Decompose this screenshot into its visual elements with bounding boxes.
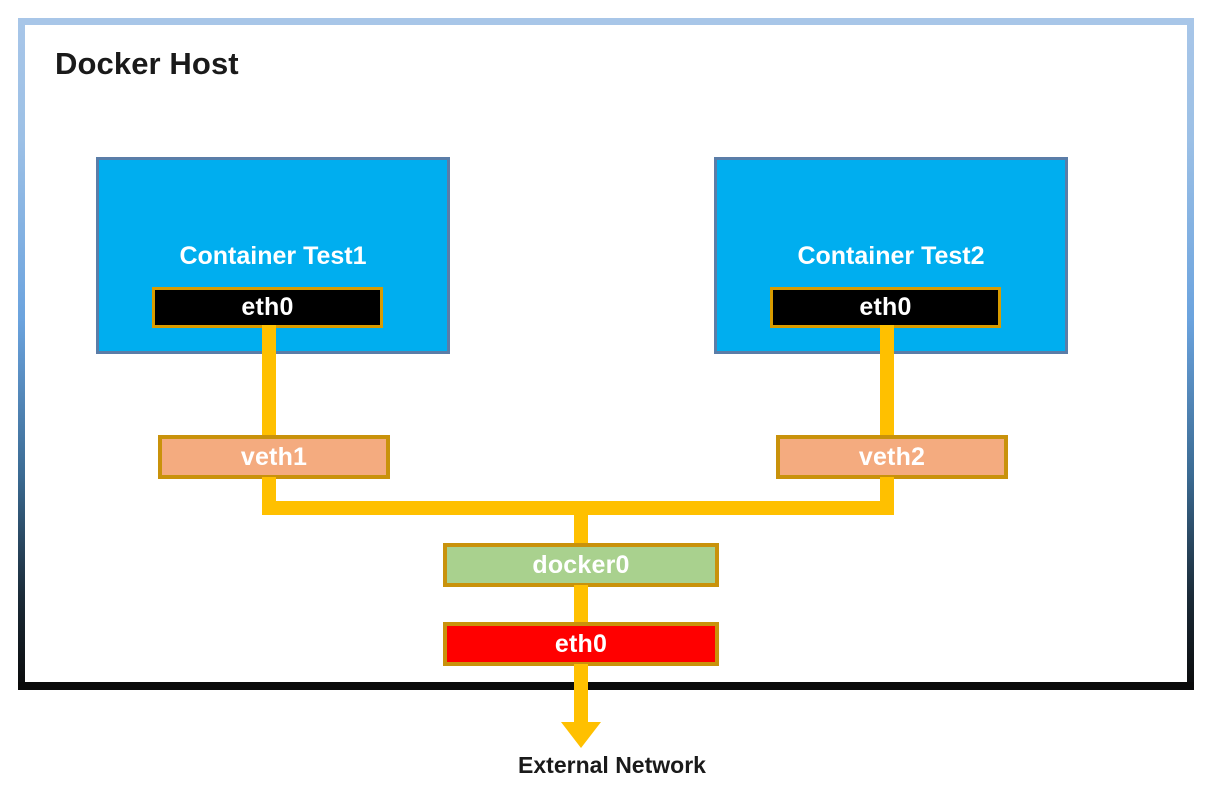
- external-network-arrow-icon: [561, 722, 601, 748]
- docker-host-title: Docker Host: [55, 46, 239, 81]
- docker-host-boundary: [18, 18, 1194, 690]
- container-test1-label: Container Test1: [179, 242, 367, 270]
- container-test2-box: Container Test2 eth0: [714, 157, 1068, 354]
- external-network-label: External Network: [518, 752, 706, 778]
- veth2-bar: veth2: [776, 435, 1008, 479]
- docker0-bar: docker0: [443, 543, 719, 587]
- wire-docker0-to-host-eth0: [574, 585, 588, 625]
- host-border-top: [18, 18, 1194, 25]
- wire-test2-eth0-to-veth2: [880, 325, 894, 437]
- wire-host-eth0-to-external: [574, 664, 588, 726]
- wire-bus-to-docker0: [574, 501, 588, 547]
- container-test2-eth0: eth0: [770, 287, 1001, 328]
- host-eth0-bar: eth0: [443, 622, 719, 666]
- container-test2-label: Container Test2: [797, 242, 985, 270]
- host-border-bottom: [18, 682, 1194, 690]
- container-test1-eth0: eth0: [152, 287, 383, 328]
- host-border-left: [18, 18, 25, 690]
- veth1-bar: veth1: [158, 435, 390, 479]
- wire-test1-eth0-to-veth1: [262, 325, 276, 437]
- host-border-right: [1187, 18, 1194, 690]
